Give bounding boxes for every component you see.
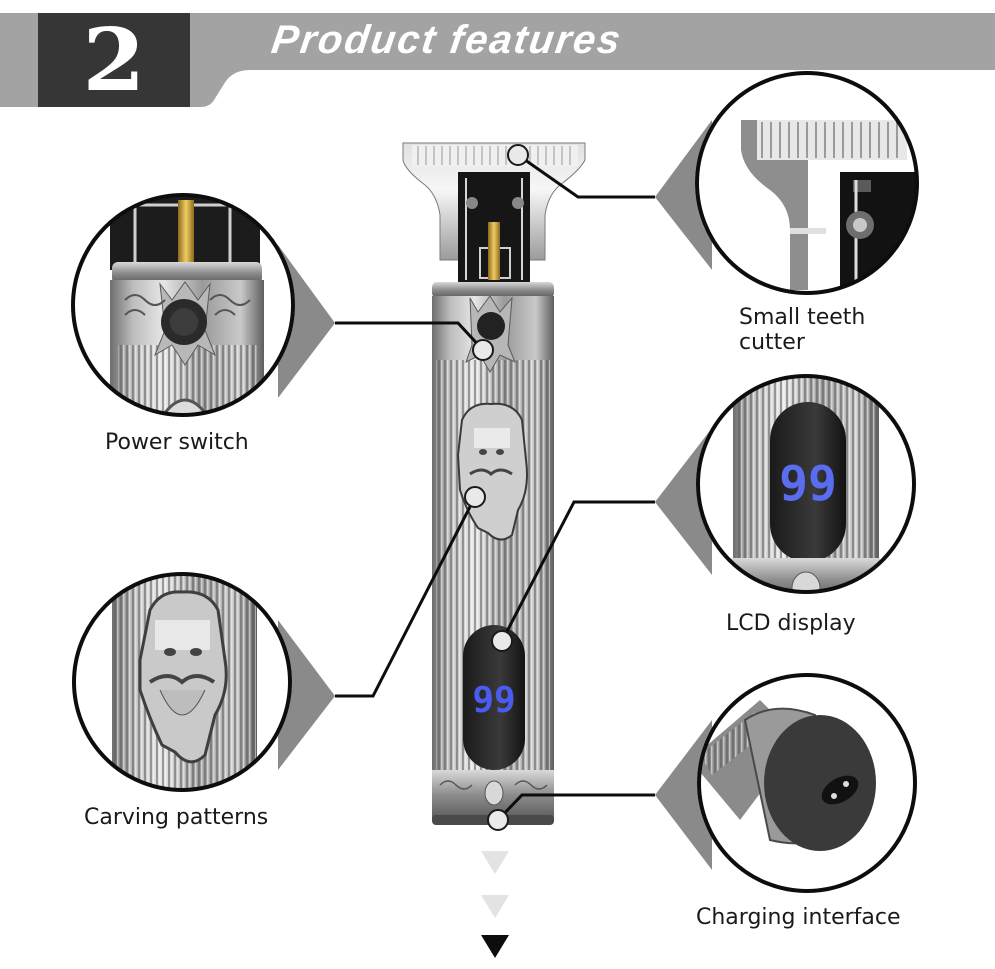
line-small-teeth — [517, 153, 655, 199]
label-carving-patterns: Carving patterns — [84, 805, 269, 830]
section-number: 2 — [82, 10, 146, 111]
line-lcd — [500, 500, 655, 642]
line-charging — [496, 793, 655, 822]
callout-charging-interface — [697, 673, 917, 893]
scroll-down-arrows — [481, 851, 509, 958]
trimmer-product: 99 — [402, 142, 586, 825]
dot-carving — [464, 486, 486, 508]
label-lcd-display: LCD display — [726, 611, 856, 636]
dot-small-teeth — [507, 144, 529, 166]
arrow-down-icon — [481, 895, 509, 918]
callout-lcd-display: 99 — [696, 374, 916, 594]
dot-lcd — [491, 630, 513, 652]
lcd-zoom-reading: 99 — [779, 456, 837, 512]
callout-small-teeth-cutter — [695, 71, 919, 295]
callout-power-switch — [71, 193, 295, 417]
pointer-carving — [278, 620, 335, 770]
label-small-teeth-line2: cutter — [739, 330, 805, 355]
lcd-screen — [463, 625, 525, 770]
pointer-charging — [655, 720, 712, 870]
label-small-teeth-line1: Small teeth — [739, 305, 866, 330]
dot-power — [472, 339, 494, 361]
arrow-down-icon — [481, 935, 509, 958]
label-power-switch: Power switch — [105, 430, 249, 455]
dot-charging — [487, 809, 509, 831]
line-carving — [335, 496, 477, 698]
banner-shape — [0, 13, 995, 107]
callout-carving-patterns — [72, 572, 292, 792]
section-number-box: 2 — [38, 13, 190, 107]
label-small-teeth-cutter: Small teeth cutter — [739, 305, 865, 355]
pointer-small-teeth — [655, 120, 712, 270]
line-power — [335, 321, 485, 352]
header-banner: 2 Product features — [0, 0, 995, 120]
lcd-reading: 99 — [472, 680, 515, 721]
marker-dots — [464, 144, 529, 831]
arrow-down-icon — [481, 851, 509, 874]
label-charging-interface: Charging interface — [696, 905, 901, 930]
connector-lines — [335, 153, 655, 822]
